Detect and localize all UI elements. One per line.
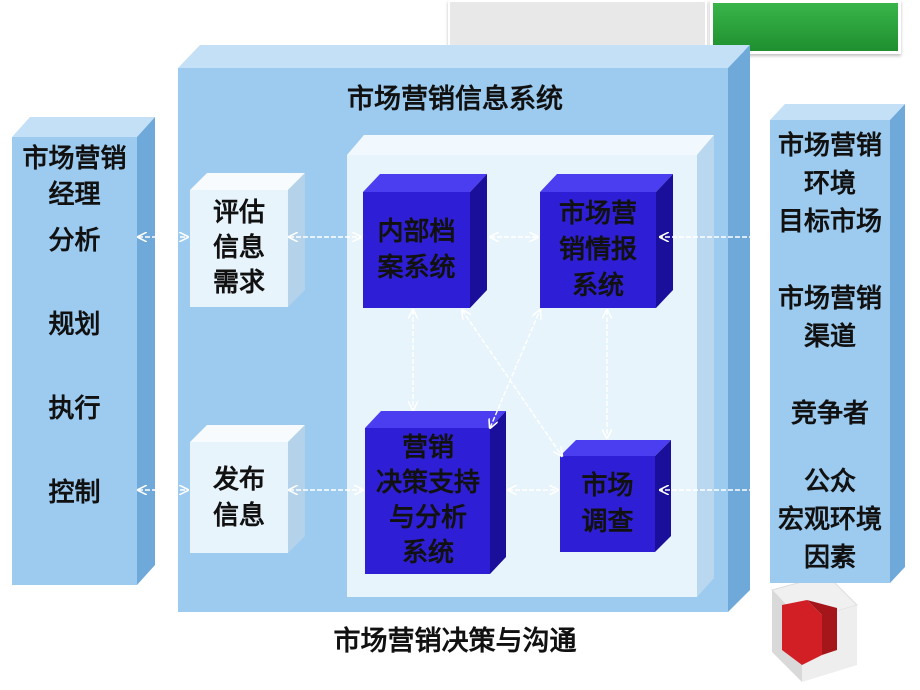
left-item-control: 控制 <box>48 477 101 508</box>
left-item-analysis: 分析 <box>48 225 101 256</box>
left-panel <box>12 117 155 585</box>
left-item-manager: 市场营销 经理 <box>22 144 127 210</box>
right-item-environment: 市场营销 环境 目标市场 <box>777 131 882 237</box>
research-box <box>560 440 671 552</box>
right-item-competitors: 竞争者 <box>790 398 869 429</box>
right-item-channels: 市场营销 渠道 <box>777 284 882 352</box>
bottom-caption: 市场营销决策与沟通 <box>333 625 577 657</box>
assess-label: 评估 信息 需求 <box>212 198 265 298</box>
publish-label: 发布 信息 <box>212 465 265 531</box>
intel-label: 市场营 销情报 系统 <box>558 199 637 301</box>
left-item-planning: 规划 <box>48 309 101 340</box>
internal-box <box>363 174 487 308</box>
arrow-dss-intel <box>490 310 540 428</box>
research-label: 市场 调查 <box>581 471 634 537</box>
right-item-public: 公众 宏观环境 因素 <box>777 467 882 573</box>
internal-label: 内部档 案系统 <box>377 217 456 283</box>
left-item-execution: 执行 <box>48 393 101 424</box>
dss-label: 营销 决策支持 与分析 系统 <box>375 433 480 568</box>
right-panel <box>770 104 905 583</box>
system-title: 市场营销信息系统 <box>347 83 563 115</box>
assess-box <box>190 173 305 307</box>
decor-cube-icon <box>752 560 862 685</box>
